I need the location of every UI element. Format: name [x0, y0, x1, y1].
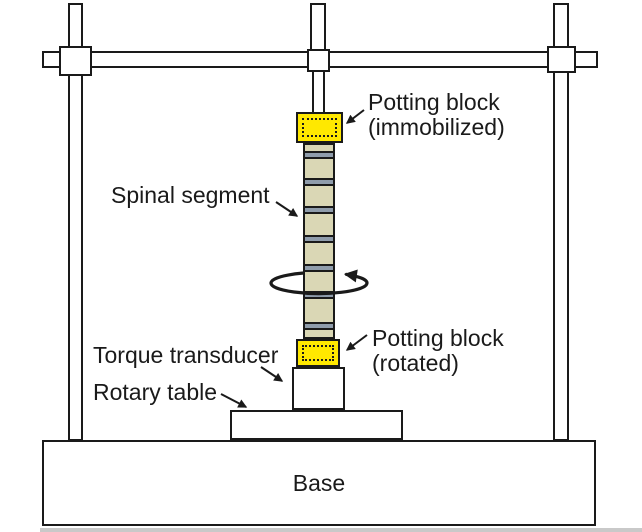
- intervertebral-disc: [305, 291, 333, 299]
- intervertebral-disc: [305, 178, 333, 186]
- torque-transducer-arrow: [260, 366, 284, 382]
- center-rod-upper: [310, 3, 326, 53]
- potting-block-immobilized-arrow: [345, 109, 365, 124]
- base-block: [42, 440, 596, 526]
- crossbar-junction-right: [547, 46, 576, 73]
- spinal-segment-label: Spinal segment: [111, 182, 270, 208]
- potting-block-rotated-arrow: [345, 334, 368, 351]
- intervertebral-disc: [305, 235, 333, 243]
- rotary-table-arrow: [220, 393, 248, 408]
- potting-block-rotated-label: Potting block (rotated): [372, 326, 504, 376]
- potting-block-rotated-label-line2: (rotated): [372, 350, 459, 376]
- spinal-segment-arrow: [275, 201, 299, 217]
- rotary-table-label: Rotary table: [93, 379, 218, 405]
- torque-transducer-label: Torque transducer: [93, 342, 279, 368]
- intervertebral-disc: [305, 151, 333, 159]
- rotary-table: [230, 410, 403, 440]
- potting-block-immobilized-label-line2: (immobilized): [368, 114, 505, 140]
- center-rod-lower: [312, 70, 325, 114]
- potting-block-immobilized-label: Potting block (immobilized): [368, 90, 505, 140]
- crossbar-junction-center: [307, 49, 330, 72]
- potting-block-immobilized: [296, 112, 343, 143]
- intervertebral-disc: [305, 264, 333, 272]
- image-bottom-edge: [40, 528, 642, 532]
- intervertebral-disc: [305, 322, 333, 330]
- potting-block-rotated-label-line1: Potting block: [372, 325, 504, 351]
- potting-block-rotated: [296, 339, 340, 367]
- potting-block-dotted-outline: [302, 345, 334, 361]
- potting-block-immobilized-label-line1: Potting block: [368, 89, 500, 115]
- potting-block-dotted-outline: [302, 118, 337, 137]
- torque-transducer: [292, 367, 345, 410]
- intervertebral-disc: [305, 206, 333, 214]
- spinal-segment: [303, 143, 335, 339]
- crossbar-junction-left: [59, 46, 92, 76]
